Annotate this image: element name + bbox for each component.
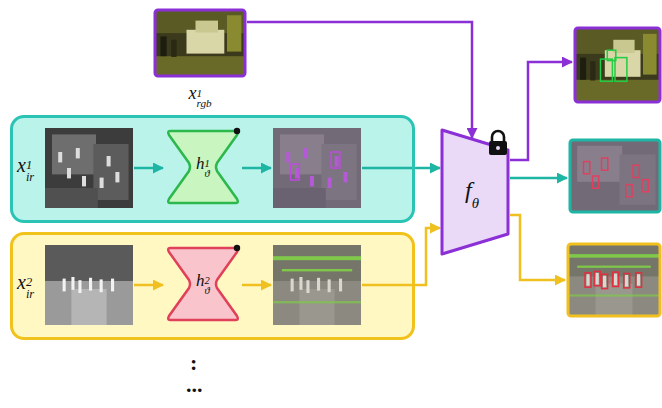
math-scripts: 1ϑ — [205, 159, 210, 179]
photo-thumbnail — [570, 140, 660, 212]
math-label: h1ϑ — [196, 155, 210, 179]
math-subscript: ϑ — [205, 286, 210, 296]
math-base: x — [188, 83, 196, 103]
modality-band: x1irh1ϑ — [10, 115, 415, 223]
math-superscript: 1 — [205, 159, 210, 169]
rgb-input-image — [153, 8, 247, 78]
arrow-connector — [415, 228, 440, 285]
frozen-detector: fθ — [440, 128, 510, 256]
math-scripts: 1ir — [26, 160, 34, 184]
math-base: x — [17, 271, 26, 293]
continuation-dots: ... — [186, 374, 203, 396]
photo-thumbnail — [575, 28, 660, 102]
photo-thumbnail — [273, 245, 361, 325]
photo-thumbnail — [45, 128, 133, 208]
photo-thumbnail — [45, 245, 133, 325]
output-arrow — [510, 215, 565, 280]
modality-band: x2irh2ϑ — [10, 232, 415, 340]
math-scripts: 1rgb — [196, 88, 211, 109]
math-superscript: 1 — [26, 160, 34, 172]
photo-thumbnail — [568, 244, 660, 316]
adapter-hourglass: h1ϑ — [165, 128, 241, 206]
math-scripts: 2ϑ — [205, 276, 210, 296]
math-subscript: θ — [472, 196, 479, 210]
lock-icon — [489, 131, 507, 155]
math-scripts: 2ir — [26, 277, 34, 301]
math-label: h2ϑ — [196, 272, 210, 296]
arrow-connector — [415, 167, 440, 170]
math-label: x1ir — [17, 155, 34, 184]
output-arrow — [510, 177, 567, 180]
output-images — [568, 28, 660, 316]
math-label: x1rgb — [188, 84, 211, 109]
math-scripts: θ — [472, 196, 479, 210]
input-image-node: x1rgb — [153, 8, 247, 108]
output-arrow — [510, 62, 572, 160]
math-base: f — [465, 177, 472, 203]
math-superscript: 1 — [196, 88, 211, 99]
math-subscript: ir — [26, 289, 34, 301]
math-label: fθ — [465, 178, 479, 211]
trapezoid-shape — [440, 128, 510, 256]
continuation-dots: : — [190, 352, 197, 374]
math-subscript: rgb — [196, 98, 211, 109]
math-label: x2ir — [17, 272, 34, 301]
math-subscript: ir — [26, 172, 34, 184]
math-subscript: ϑ — [205, 169, 210, 179]
math-superscript: 2 — [26, 277, 34, 289]
math-base: h — [196, 271, 205, 290]
math-superscript: 2 — [205, 276, 210, 286]
photo-thumbnail — [155, 10, 245, 76]
math-base: h — [196, 154, 205, 173]
adapter-hourglass: h2ϑ — [165, 245, 241, 323]
math-base: x — [17, 154, 26, 176]
output-arrows — [510, 62, 572, 280]
photo-thumbnail — [273, 128, 361, 208]
